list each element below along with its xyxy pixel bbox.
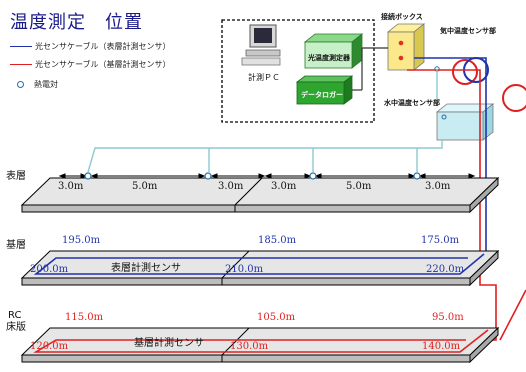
legend-base-fiber-label: 光センサケーブル（基層計測センサ） — [35, 60, 171, 69]
layer-rc-label-2: 床版 — [6, 322, 26, 333]
surface-dist-front-1: 200.0m — [30, 264, 69, 275]
legend-surface-fiber: 光センサケーブル（表層計測センサ） — [10, 41, 171, 52]
legend-thermocouple: 熱電対 — [10, 79, 58, 90]
base-dist-front-1: 120.0m — [30, 341, 69, 352]
spacing-3: 3.0m — [218, 181, 244, 192]
surface-dist-back-3: 175.0m — [421, 235, 460, 246]
legend-base-fiber: 光センサケーブル（基層計測センサ） — [10, 59, 171, 70]
junction-box — [386, 23, 426, 71]
thermocouple-wires — [87, 69, 443, 173]
layer-surface-label: 表層 — [6, 171, 26, 182]
page-title: 温度測定 位置 — [10, 12, 143, 33]
legend-blue-line — [10, 46, 32, 47]
water-sensor-label: 水中温度センサ部 — [384, 99, 440, 107]
pc-icon — [241, 24, 281, 66]
legend-surface-fiber-label: 光センサケーブル（表層計測センサ） — [35, 42, 171, 51]
surface-dist-front-2: 210.0m — [225, 264, 264, 275]
base-sensor-label: 基層計測センサ — [134, 338, 204, 349]
surface-slab — [20, 176, 500, 214]
spacing-2: 5.0m — [132, 181, 158, 192]
base-dist-front-2: 130.0m — [230, 341, 269, 352]
surface-dist-back-2: 185.0m — [258, 235, 297, 246]
base-dist-back-2: 105.0m — [257, 312, 296, 323]
layer-rc-label-1: RC — [8, 310, 22, 321]
base-dist-back-3: 95.0m — [432, 312, 464, 323]
water-coil-red — [502, 84, 526, 112]
thermocouple-icon — [17, 81, 24, 88]
surface-dist-front-3: 220.0m — [426, 264, 465, 275]
legend-thermocouple-label: 熱電対 — [34, 80, 58, 89]
spacing-5: 5.0m — [346, 181, 372, 192]
surface-fiber-lead — [414, 57, 487, 259]
base-dist-back-1: 115.0m — [65, 312, 104, 323]
air-coil-red — [452, 59, 478, 85]
base-dist-front-3: 140.0m — [422, 341, 461, 352]
water-sensor-box — [435, 103, 495, 141]
pc-label: 計測ＰＣ — [248, 73, 280, 82]
base-fiber-return — [499, 289, 526, 341]
fiber-meter-label: 光温度測定器 — [308, 54, 350, 62]
surface-dist-back-1: 195.0m — [62, 235, 101, 246]
spacing-6: 3.0m — [425, 181, 451, 192]
surface-sensor-label: 表層計測センサ — [111, 263, 181, 274]
surface-spacing-arrows — [58, 173, 476, 179]
air-sensor-label: 気中温度センサ部 — [440, 27, 496, 35]
data-logger-box — [295, 75, 354, 105]
layer-base-label: 基層 — [6, 240, 26, 251]
legend-red-line — [10, 64, 32, 65]
spacing-1: 3.0m — [58, 181, 84, 192]
junction-box-label: 接続ボックス — [381, 13, 423, 21]
rc-slab — [20, 326, 500, 364]
surface-thermocouples — [84, 172, 421, 180]
spacing-4: 3.0m — [271, 181, 297, 192]
equipment-frame — [221, 19, 375, 123]
base-sensor-loop — [33, 329, 489, 353]
data-logger-label: データロガー — [301, 91, 343, 99]
fiber-meter-box — [303, 33, 364, 69]
surface-sensor-loop — [33, 253, 485, 275]
